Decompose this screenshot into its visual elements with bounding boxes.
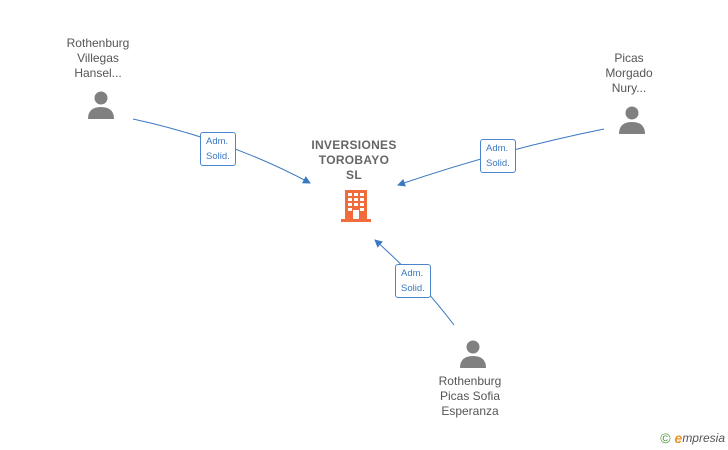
person-name-line: Picas [614,51,644,65]
company-name-line: INVERSIONES [311,138,397,152]
edge-role-line: Solid. [486,158,510,169]
edge-role-label-p3[interactable]: Adm. Solid. [395,264,431,298]
person-name-p2[interactable]: Picas Morgado Nury... [569,51,689,96]
building-icon[interactable] [339,188,373,224]
copyright-icon: © [660,430,671,446]
edge-role-line: Adm. [401,268,424,279]
person-name-line: Morgado [605,66,653,80]
edge-role-line: Adm. [206,136,229,147]
person-icon[interactable] [86,90,116,120]
edge-role-line: Solid. [206,151,230,162]
person-name-line: Rothenburg [66,36,130,50]
person-name-line: Rothenburg [438,374,502,388]
person-name-line: Picas Sofia [439,389,501,403]
person-icon[interactable] [617,105,647,135]
person-name-line: Nury... [611,81,647,95]
person-name-p1[interactable]: Rothenburg Villegas Hansel... [38,36,158,81]
person-name-p3[interactable]: Rothenburg Picas Sofia Esperanza [410,374,530,419]
company-name[interactable]: INVERSIONES TOROBAYO SL [294,138,414,183]
person-name-line: Hansel... [74,66,122,80]
brand-logo-text: mpresia [682,431,725,445]
footer-brand[interactable]: © e mpresia [660,430,725,446]
brand-logo-initial: e [674,430,683,446]
company-name-line: SL [346,168,362,182]
edge-role-line: Adm. [486,143,509,154]
person-icon[interactable] [458,339,488,369]
edge-role-label-p1[interactable]: Adm. Solid. [200,132,236,166]
person-name-line: Esperanza [441,404,499,418]
edge-role-line: Solid. [401,283,425,294]
person-name-line: Villegas [77,51,119,65]
edge-role-label-p2[interactable]: Adm. Solid. [480,139,516,173]
company-name-line: TOROBAYO [318,153,390,167]
